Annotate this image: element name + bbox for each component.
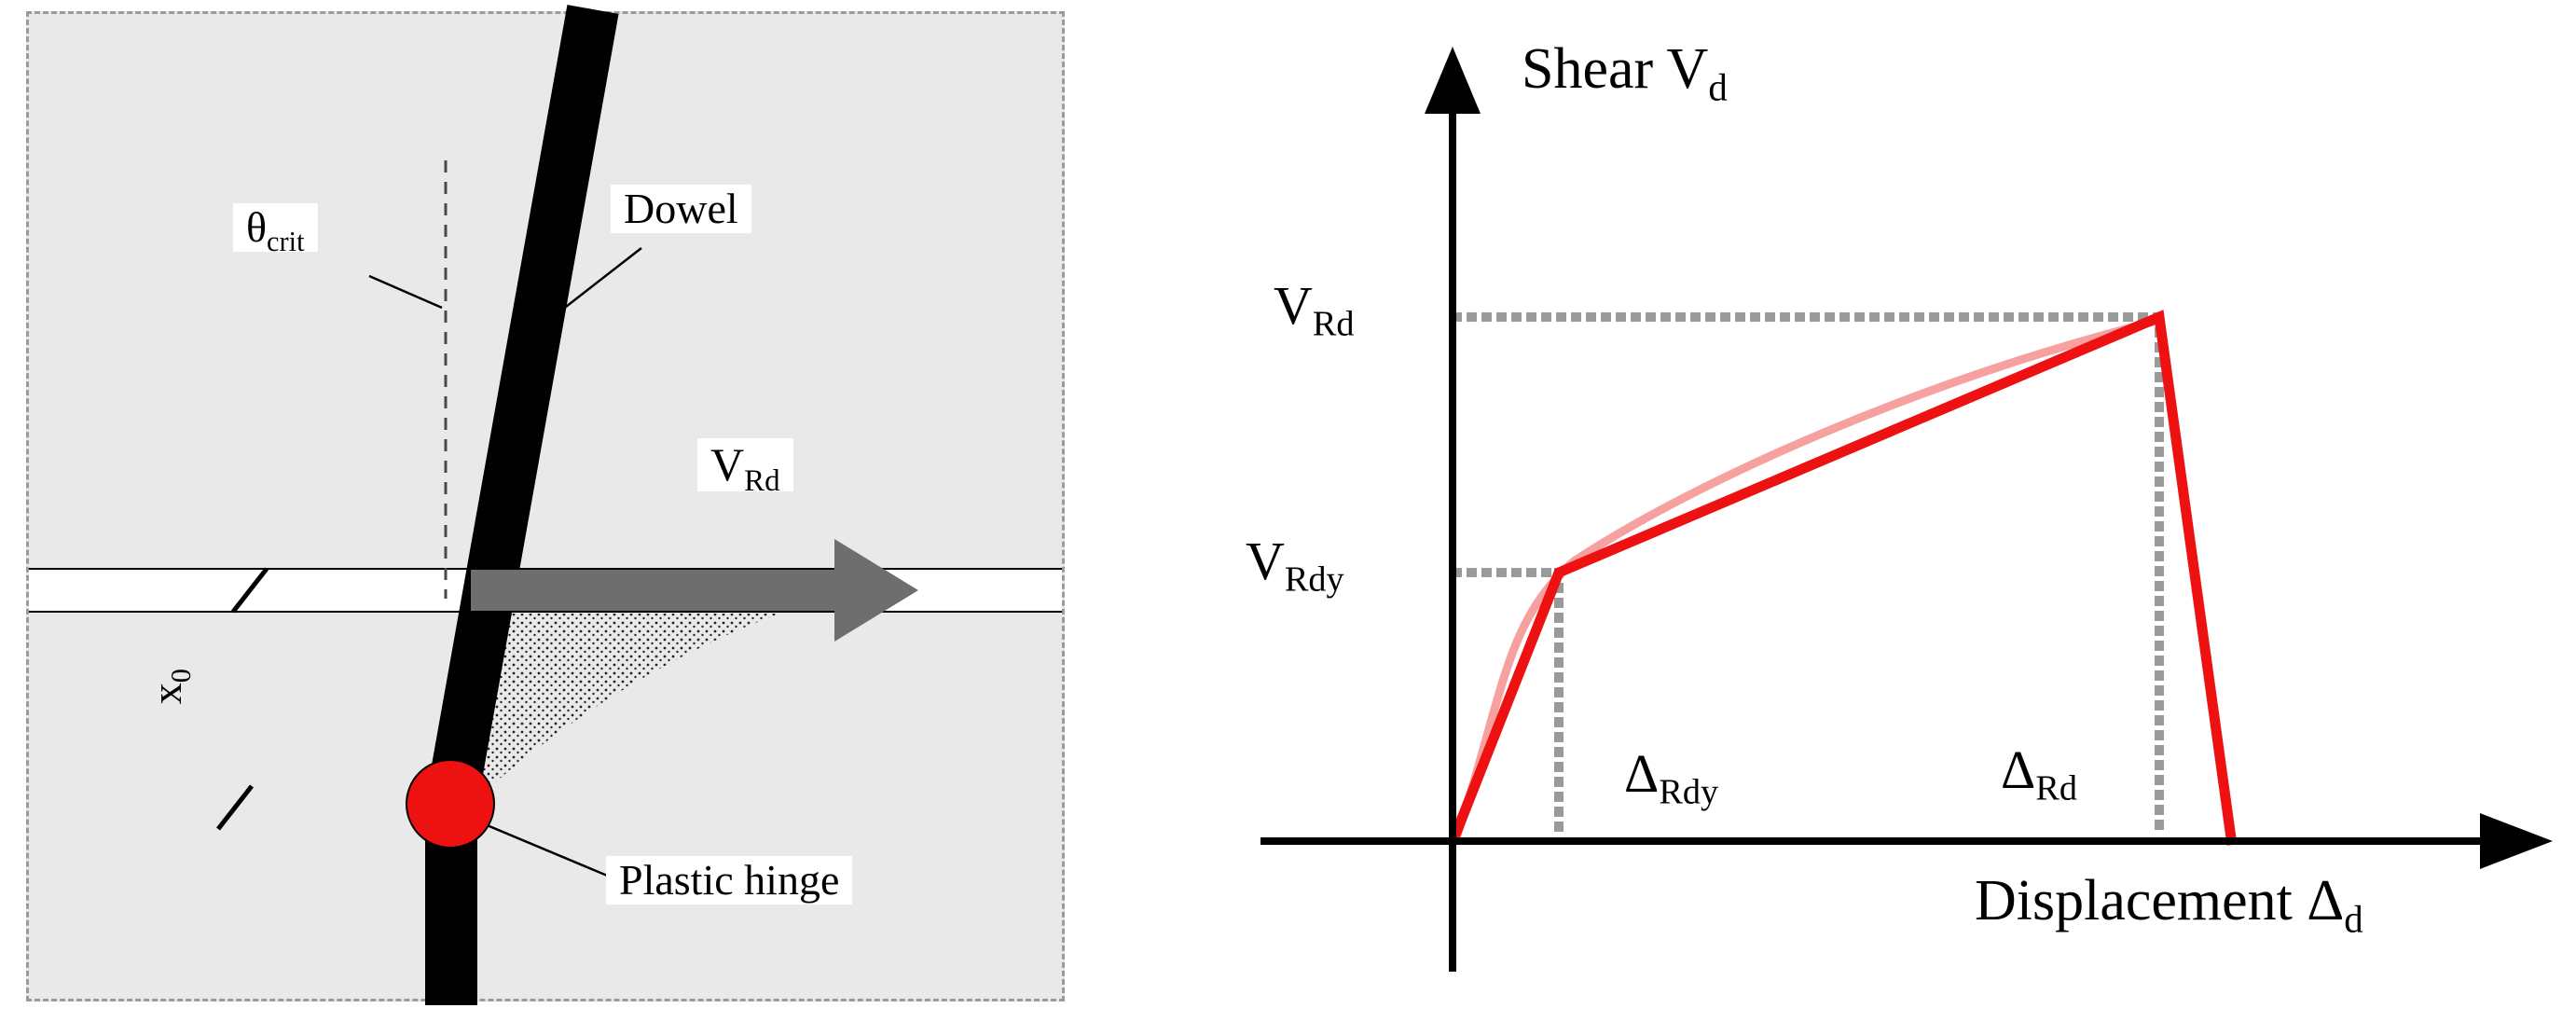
y-axis-title-main: Shear V [1522,37,1709,101]
plastic-hinge-label: Plastic hinge [606,856,853,905]
vrd-tick-main: V [1274,275,1313,336]
vrd-force-main: V [710,438,745,490]
x-axis-title-sub: d [2344,898,2363,941]
vrd-force-sub: Rd [744,464,780,498]
x0-main: x [142,683,190,705]
theta-pointer-line [368,274,443,310]
bilinear-envelope-curve [1449,310,2238,846]
y-axis-arrowhead [1425,47,1481,114]
delta-rd-tick-sub: Rd [2035,768,2077,808]
vrd-tick-label: VRd [1274,275,1355,342]
theta-crit-main: θ [246,203,268,251]
dowel-pointer-line [557,247,642,314]
x-axis-title-main: Displacement Δ [1975,869,2345,932]
vrd-force-label: VRd [697,438,793,497]
plastic-hinge-pointer-line [484,822,624,884]
theta-crit-label: θcrit [233,203,318,256]
dowel-label-text: Dowel [624,185,738,232]
dowel-bar [425,5,619,1005]
vrdy-tick-main: V [1246,531,1285,591]
vrdy-tick-sub: Rdy [1284,559,1344,600]
delta-rd-tick-label: ΔRd [2001,739,2077,807]
dowel-label: Dowel [611,185,751,234]
x0-upper-tick [231,567,269,614]
dotted-guide-lines [1452,312,2164,840]
x0-dimension-label: x0 [142,669,197,705]
plastic-hinge-label-text: Plastic hinge [619,856,840,904]
delta-rd-tick-main: Δ [2001,739,2036,800]
vrd-tick-sub: Rd [1312,304,1355,344]
vrdy-tick-label: VRdy [1246,531,1344,598]
x-axis-title: Displacement Δd [1975,869,2363,938]
crushed-concrete-stipple-region [479,614,779,796]
plastic-hinge-circle [406,759,495,849]
shear-force-arrow [471,539,918,642]
x-axis-arrowhead [2480,813,2553,869]
x0-sub: 0 [165,669,198,684]
delta-rdy-tick-sub: Rdy [1659,772,1719,812]
delta-rdy-tick-label: ΔRdy [1624,743,1718,810]
actual-response-curve [1452,316,2159,839]
y-axis-title-sub: d [1708,66,1728,109]
y-axis-title: Shear Vd [1522,37,1728,106]
theta-crit-sub: crit [267,226,305,258]
x0-lower-tick [216,784,254,831]
delta-rdy-tick-main: Δ [1624,743,1660,804]
